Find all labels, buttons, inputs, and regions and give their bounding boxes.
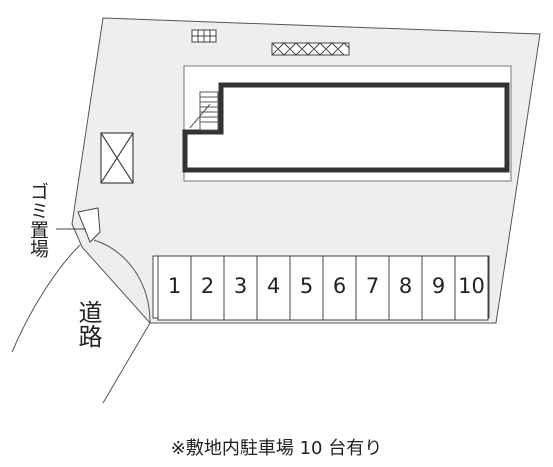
parking-slot-number: 7: [365, 274, 380, 298]
parking-slot: [223, 255, 258, 321]
parking-slot-number: 2: [200, 274, 215, 298]
parking-slot-number: 8: [398, 274, 413, 298]
building-outline: [182, 82, 510, 173]
parking-slot-number: 6: [332, 274, 347, 298]
parking-slot: [256, 255, 291, 321]
parking-slot: [190, 255, 225, 321]
parking-slot: [157, 255, 192, 321]
parking-slot-number: 3: [233, 274, 248, 298]
parking-slot: [454, 255, 489, 321]
crossed-box-icon: [100, 132, 134, 184]
hatched-box-icon: [271, 42, 350, 56]
parking-slot: [289, 255, 324, 321]
parking-slot-number: 1: [167, 274, 182, 298]
parking-slot-number: 5: [299, 274, 314, 298]
road: [11, 239, 151, 404]
mailbox-icon: [191, 29, 217, 43]
parking-slot: [421, 255, 456, 321]
parking-slot-number: 9: [431, 274, 446, 298]
parking-note: ※敷地内駐車場 10 台有り: [170, 438, 383, 459]
road-label: 道路: [74, 300, 102, 348]
parking-slot: [322, 255, 357, 321]
parking-slot-number: 10: [458, 274, 485, 298]
garbage-area-label: ゴミ置場: [27, 182, 49, 258]
garbage-area: [56, 207, 101, 243]
stairs-icon: [189, 91, 219, 131]
parking-area: [152, 255, 490, 321]
parking-slot-number: 4: [266, 274, 281, 298]
